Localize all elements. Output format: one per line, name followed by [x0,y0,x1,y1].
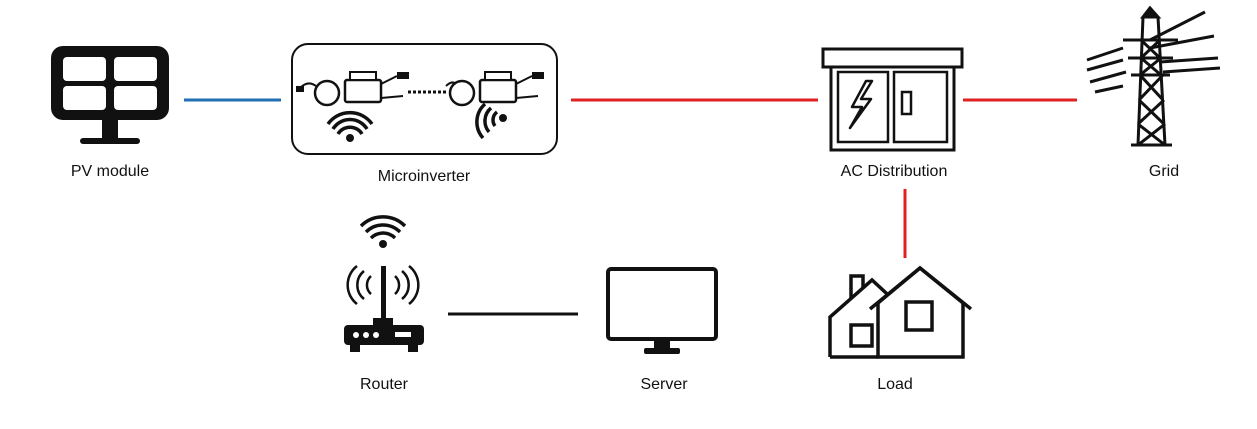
wifi-icon [359,215,407,248]
load-label: Load [877,376,913,393]
transmission-tower-icon [1086,5,1221,147]
distribution-cabinet-icon [821,47,964,152]
wireless-signal-icon [326,110,374,142]
pv-module-label: PV module [71,163,149,180]
grid-label: Grid [1149,163,1179,180]
houses-icon [828,265,973,359]
microinverter-unit-left [296,71,409,107]
microinverter-label: Microinverter [378,168,471,185]
solar-panel-icon [51,46,169,144]
monitor-icon [606,267,718,354]
microinverter-icon [291,43,558,155]
wireless-signal-icon [475,102,507,140]
ac-distribution-label: AC Distribution [841,163,948,180]
microinverter-unit-right [445,71,544,107]
server-label: Server [640,376,688,393]
router-label: Router [360,376,409,393]
router-icon [344,265,424,352]
